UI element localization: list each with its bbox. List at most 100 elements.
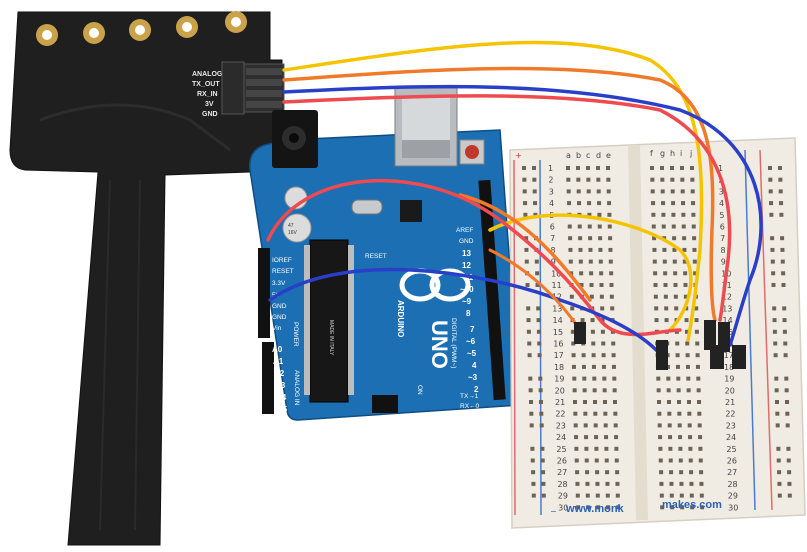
row-number: 26 [557, 457, 567, 466]
breadboard-hole [680, 189, 685, 194]
usb-connector [394, 87, 458, 167]
breadboard-hole [577, 224, 582, 229]
breadboard-hole [667, 400, 671, 404]
breadboard-hole [581, 353, 586, 358]
breadboard-hole [612, 388, 617, 393]
rail-hole [539, 400, 543, 404]
rail-hole [527, 353, 532, 358]
sensor-trace [134, 179, 141, 531]
wire-orange [282, 66, 717, 322]
breadboard-hole [566, 166, 570, 170]
breadboard-hole [590, 329, 595, 334]
row-number: 9 [551, 258, 556, 267]
rail-hole [768, 189, 773, 194]
breadboard-hole [605, 493, 610, 498]
breadboard-hole [658, 435, 663, 440]
breadboard-hole [689, 493, 694, 498]
rail-hole [783, 341, 788, 346]
breadboard-hole [616, 505, 621, 510]
breadboard-hole [670, 166, 674, 170]
rail-hole [772, 306, 777, 311]
column-letters: a b c d e f g h i j [566, 149, 692, 160]
breadboard-hole [576, 177, 581, 182]
breadboard-hole [594, 435, 599, 440]
rail-hole [524, 259, 529, 264]
breadboard-hole [576, 505, 581, 510]
model-label: UNO [427, 320, 452, 369]
breadboard-hole [585, 481, 590, 486]
rail-hole [527, 341, 532, 346]
breadboard-hole [690, 189, 695, 194]
rail-hole [785, 400, 789, 404]
row-number: 24 [556, 433, 566, 442]
breadboard-hole [680, 505, 685, 510]
rail-hole [785, 411, 790, 416]
pin-label-analog: ANALOG [192, 71, 223, 78]
rail-hole [539, 411, 544, 416]
breadboard-hole [650, 189, 655, 194]
wire-red-top [282, 94, 732, 322]
capacitor-label: 47 [288, 223, 294, 229]
breadboard-hole [658, 458, 663, 463]
breadboard-hole [653, 283, 658, 287]
breadboard-hole [613, 400, 617, 404]
breadboard-hole [676, 388, 681, 393]
analog-in-label: ANALOG IN [293, 370, 300, 406]
row-number: 19 [554, 375, 564, 384]
rail-hole [787, 470, 792, 475]
breadboard-hole [681, 212, 686, 217]
breadboard-hole [656, 376, 661, 381]
rail-hole [531, 481, 536, 486]
rail-hole [772, 329, 777, 334]
breadboard-hole [692, 236, 697, 241]
analog-pin-labels: A0 A1 A2 A3 A4 A5 ANALOG IN [272, 345, 300, 414]
pin-label-d5: ~5 [467, 349, 477, 358]
row-number: 23 [726, 421, 736, 430]
rail-hole [541, 470, 546, 475]
capacitor-label: 16V [288, 230, 298, 236]
breadboard-hole [700, 505, 705, 510]
row-number: 7 [720, 234, 725, 243]
breadboard-hole [591, 364, 596, 369]
rail-hole [529, 400, 533, 404]
breadboard-hole [681, 201, 686, 206]
rail-hole [777, 481, 782, 486]
breadboard-hole [683, 283, 688, 287]
row-number: 6 [550, 223, 555, 232]
pin-label-d8: 8 [466, 309, 471, 318]
sensor-trace [99, 179, 111, 531]
crystal-oscillator [351, 199, 383, 215]
row-number: 17 [554, 351, 564, 360]
pin-label-gnd: GND [272, 303, 287, 310]
breadboard-hole [583, 411, 588, 416]
row-number: 22 [725, 410, 735, 419]
breadboard-hole [689, 481, 694, 486]
breadboard-hole [674, 306, 679, 311]
rail-hole [528, 376, 533, 381]
arduino-board [249, 129, 521, 421]
rail-hole [781, 283, 786, 287]
breadboard-hole [599, 283, 604, 287]
breadboard-hole [673, 283, 678, 287]
wire-yellow [282, 40, 704, 342]
breadboard-hole [659, 493, 664, 498]
breadboard-hole [603, 411, 608, 416]
breadboard-hole [607, 224, 612, 229]
breadboard-hole [603, 400, 607, 404]
rail-hole [781, 271, 786, 276]
sensor-trace [39, 103, 231, 152]
breadboard-hole [663, 283, 668, 287]
breadboard-hole [607, 201, 612, 206]
breadboard-hole [591, 341, 596, 346]
column-letter: b [576, 151, 581, 160]
rail-hole [769, 201, 774, 206]
row-number: 14 [723, 316, 733, 325]
rail-hole [777, 470, 782, 475]
breadboard-hole [582, 388, 587, 393]
jumper-wires [266, 40, 763, 362]
rail-hole [774, 376, 779, 381]
breadboard-hole [690, 177, 695, 182]
chip-marking: MADE IN ITALY [328, 320, 334, 356]
breadboard-hole [677, 423, 682, 428]
rail-blue-line [539, 159, 542, 516]
